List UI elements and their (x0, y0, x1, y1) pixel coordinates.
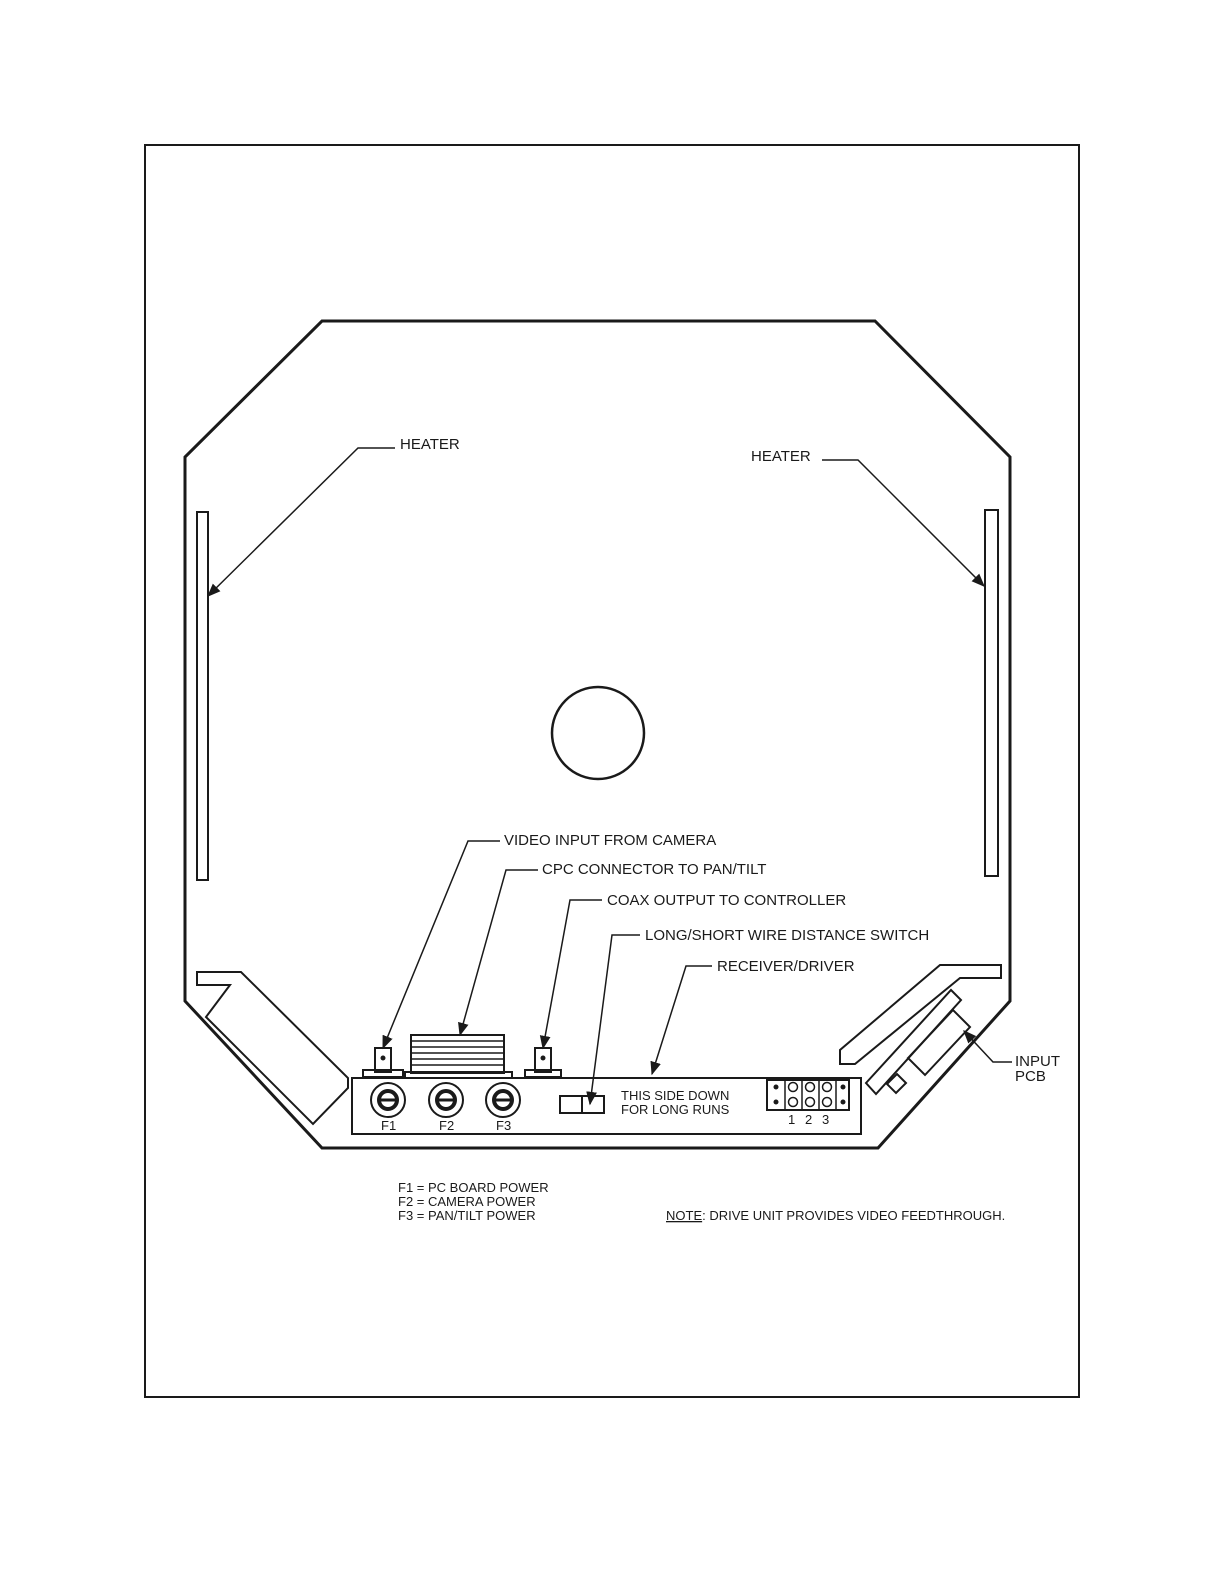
heater-left-leader (208, 448, 395, 596)
video-input-leader (383, 841, 500, 1048)
fuse-f2 (429, 1083, 463, 1117)
legend-line: F1 = PC BOARD POWER (398, 1180, 549, 1195)
input-pcb-leader (964, 1031, 1012, 1062)
coax-output-connector (525, 1048, 561, 1077)
cpc-connector (405, 1035, 512, 1078)
coax-output-label: COAX OUTPUT TO CONTROLLER (607, 892, 846, 909)
receiver-leader (652, 966, 712, 1074)
terminal-number: 1 (788, 1112, 795, 1127)
switch-note-line2: FOR LONG RUNS (621, 1102, 730, 1117)
heater-left (197, 512, 208, 880)
terminal-block (767, 1080, 849, 1110)
center-opening (552, 687, 644, 779)
switch-label: LONG/SHORT WIRE DISTANCE SWITCH (645, 927, 929, 944)
cpc-connector-leader (460, 870, 538, 1035)
fuse-f1 (371, 1083, 405, 1117)
note-word: NOTE (666, 1208, 702, 1223)
legend-line: F2 = CAMERA POWER (398, 1194, 536, 1209)
heater-right-label: HEATER (751, 448, 811, 465)
note-body: : DRIVE UNIT PROVIDES VIDEO FEEDTHROUGH. (702, 1208, 1005, 1223)
switch-note-line1: THIS SIDE DOWN (621, 1088, 729, 1103)
terminal-number: 2 (805, 1112, 812, 1127)
coax-output-leader (543, 900, 602, 1048)
terminal-number: 3 (822, 1112, 829, 1127)
fuse-label: F3 (496, 1118, 511, 1133)
right-bracket (840, 965, 1001, 1064)
fuse-label: F1 (381, 1118, 396, 1133)
left-bracket (197, 972, 348, 1124)
fuse-label: F2 (439, 1118, 454, 1133)
receiver-label: RECEIVER/DRIVER (717, 958, 855, 975)
video-input-label: VIDEO INPUT FROM CAMERA (504, 832, 716, 849)
long-short-switch (560, 1096, 604, 1113)
cpc-connector-label: CPC CONNECTOR TO PAN/TILT (542, 861, 766, 878)
housing-outline (185, 321, 1010, 1148)
heater-left-label: HEATER (400, 436, 460, 453)
note-text: NOTE: DRIVE UNIT PROVIDES VIDEO FEEDTHRO… (666, 1208, 1005, 1223)
legend-line: F3 = PAN/TILT POWER (398, 1208, 536, 1223)
fuse-f3 (486, 1083, 520, 1117)
heater-right (985, 510, 998, 876)
input-pcb-label: PCB (1015, 1068, 1046, 1085)
video-input-connector (363, 1048, 403, 1077)
heater-right-leader (822, 460, 984, 586)
